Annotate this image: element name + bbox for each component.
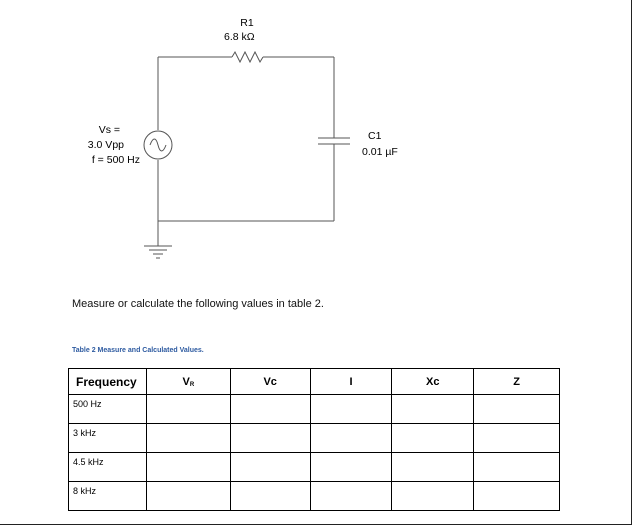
table-caption: Table 2 Measure and Calculated Values. [72,347,204,354]
table-row: 4.5 kHz [68,452,560,482]
header-vr: VR [145,368,231,395]
cell-i[interactable] [309,481,393,511]
row-frequency: 8 kHz [68,481,147,511]
header-z: Z [473,368,560,395]
ac-source-symbol [143,130,173,160]
cell-i[interactable] [309,452,393,482]
circuit-diagram [143,50,350,259]
cell-xc[interactable] [391,481,475,511]
capacitor-name: C1 [368,130,382,142]
cell-vr[interactable] [145,481,231,511]
source-label-line3: f = 500 Hz [91,154,140,166]
cell-vr[interactable] [145,394,231,424]
instruction-text: Measure or calculate the following value… [72,298,324,310]
row-frequency: 4.5 kHz [68,452,147,482]
cell-vc[interactable] [229,452,311,482]
cell-z[interactable] [473,481,560,511]
header-frequency: Frequency [68,368,147,395]
cell-xc[interactable] [391,452,475,482]
cell-z[interactable] [473,394,560,424]
source-label-line2: 3.0 Vpp [87,139,124,151]
header-vr-label: V [182,375,190,388]
cell-z[interactable] [473,423,560,453]
cell-vr[interactable] [145,423,231,453]
header-vc: Vc [229,368,311,395]
capacitor-value: 0.01 µF [362,146,398,158]
header-vr-subscript: R [189,381,195,388]
cell-xc[interactable] [391,423,475,453]
values-table: Frequency VR Vc I Xc Z 500 Hz 3 kHz 4.5 … [68,368,560,511]
header-i: I [309,368,393,395]
cell-xc[interactable] [391,394,475,424]
sine-wave-icon [149,138,167,152]
table-row: 3 kHz [68,423,560,453]
cell-z[interactable] [473,452,560,482]
source-label-line1: Vs = [98,124,120,136]
table-row: 8 kHz [68,481,560,511]
cell-vc[interactable] [229,423,311,453]
table-row: 500 Hz [68,394,560,424]
cell-vc[interactable] [229,481,311,511]
resistor-symbol [231,50,264,64]
cell-vc[interactable] [229,394,311,424]
cell-i[interactable] [309,394,393,424]
header-xc: Xc [391,368,475,395]
cell-i[interactable] [309,423,393,453]
resistor-name: R1 [240,17,254,29]
cell-vr[interactable] [145,452,231,482]
row-frequency: 500 Hz [68,394,147,424]
table-header-row: Frequency VR Vc I Xc Z [68,368,560,395]
resistor-value: 6.8 kΩ [224,31,255,43]
row-frequency: 3 kHz [68,423,147,453]
